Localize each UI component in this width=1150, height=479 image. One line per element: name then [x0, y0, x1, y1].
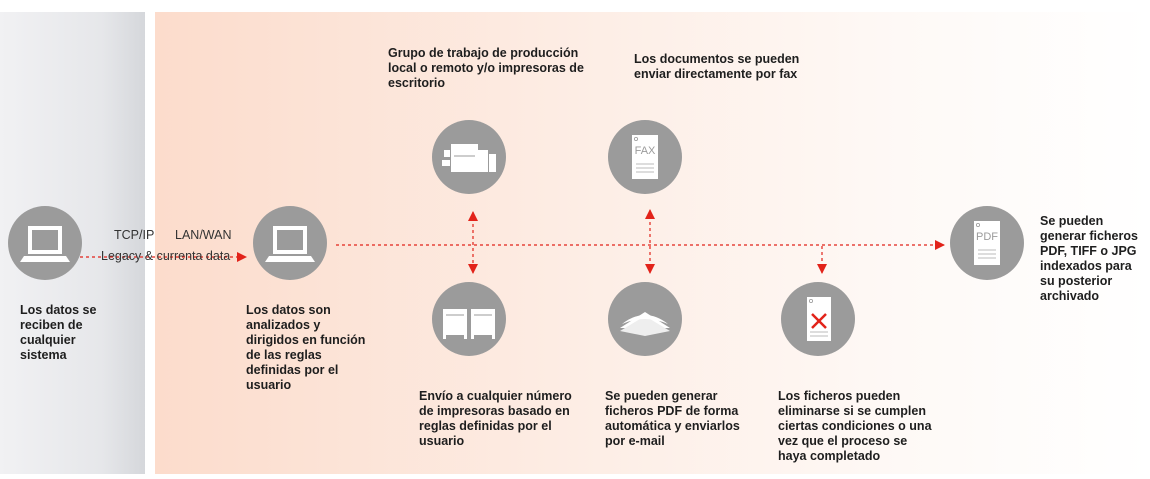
- fax-document-icon: FAX: [632, 135, 658, 179]
- computer-icon: [265, 226, 315, 262]
- delete-label: Los ficheros pueden eliminarse si se cum…: [778, 389, 932, 463]
- envelope-icon: [620, 312, 670, 336]
- source-label: Los datos se reciben de cualquier sistem…: [20, 303, 97, 362]
- fax-label: Los documentos se pueden enviar directam…: [634, 52, 800, 81]
- pdf-icon-text: PDF: [976, 231, 998, 243]
- printers-label: Envío a cualquier número de impresoras b…: [419, 389, 572, 448]
- delete-document-icon: [807, 297, 831, 341]
- printers-icon: [443, 309, 495, 339]
- computer-icon: [20, 226, 70, 262]
- printers-node: [432, 282, 506, 356]
- source-computer-node: [8, 206, 82, 280]
- analyzed-label: Los datos son analizados y dirigidos en …: [246, 303, 366, 392]
- connection-data-label: Legacy & currenta data: [101, 249, 231, 263]
- pdf-document-icon: PDF: [974, 221, 1000, 265]
- fax-icon-text: FAX: [635, 145, 656, 157]
- connection-protocol-label: TCP/IP: [114, 228, 155, 242]
- email-node: [608, 282, 682, 356]
- archive-node: PDF: [950, 206, 1024, 280]
- production-label: Grupo de trabajo de producción local o r…: [388, 46, 584, 90]
- router-computer-node: [253, 206, 327, 280]
- connection-network-label: LAN/WAN: [175, 228, 232, 242]
- archive-label: Se pueden generar ficheros PDF, TIFF o J…: [1040, 214, 1138, 303]
- production-printer-icon: [442, 144, 496, 172]
- fax-node: FAX: [608, 120, 682, 194]
- delete-node: [781, 282, 855, 356]
- production-printer-node: [432, 120, 506, 194]
- email-label: Se pueden generar ficheros PDF de forma …: [605, 389, 740, 448]
